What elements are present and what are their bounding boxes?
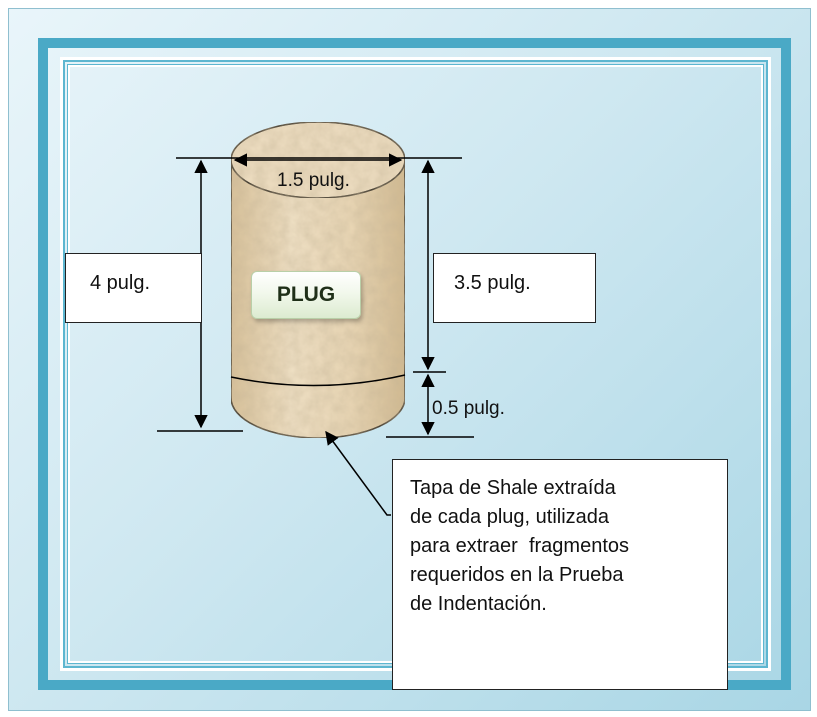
note-line: de Indentación. xyxy=(410,593,547,615)
note-line: Tapa de Shale extraída xyxy=(410,477,616,499)
total-height-label: 4 pulg. xyxy=(90,272,151,294)
callout-arrow xyxy=(325,430,391,516)
diameter-label: 1.5 pulg. xyxy=(277,170,350,191)
note-line: requeridos en la Prueba xyxy=(410,564,624,586)
note-line: de cada plug, utilizada xyxy=(410,506,610,528)
body-height-label: 3.5 pulg. xyxy=(454,272,531,294)
note-box: Tapa de Shale extraída de cada plug, uti… xyxy=(392,459,728,690)
body-height-box: 3.5 pulg. xyxy=(433,253,596,323)
plug-label: PLUG xyxy=(251,271,361,319)
cap-height-label: 0.5 pulg. xyxy=(432,398,505,419)
cap-cut-line xyxy=(230,374,406,387)
note-line: para extraer fragmentos xyxy=(410,535,629,557)
total-height-box: 4 pulg. xyxy=(65,253,202,323)
